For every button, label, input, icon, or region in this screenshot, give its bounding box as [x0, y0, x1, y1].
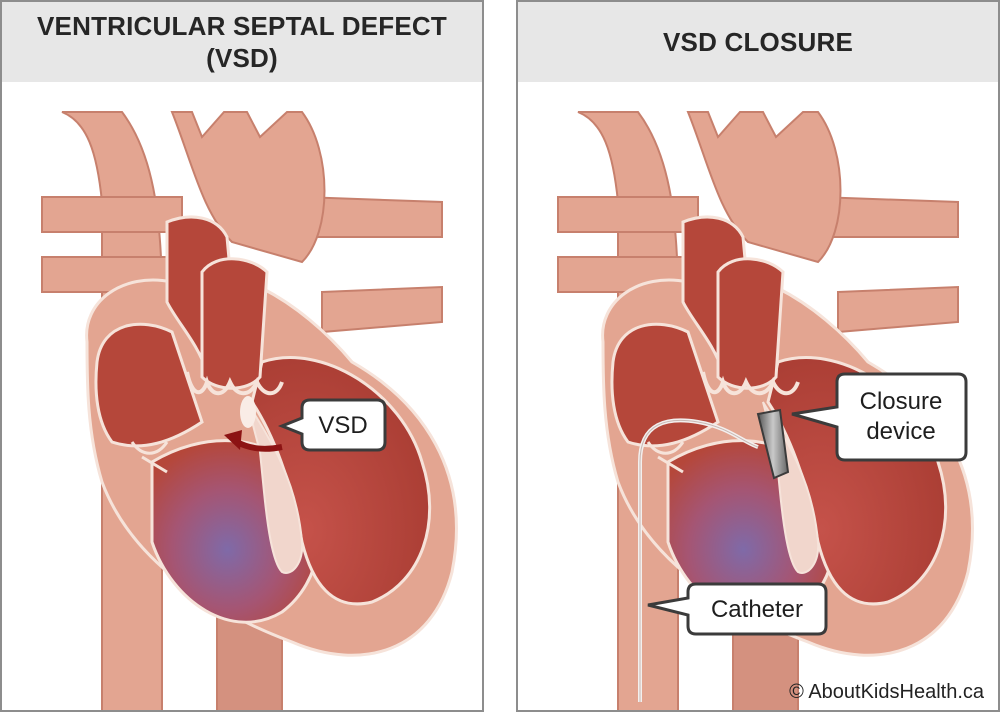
pulmonary-vessel-right-lower [321, 285, 443, 334]
catheter-label: Catheter [711, 596, 803, 623]
valve-cusps [701, 371, 800, 396]
vsd-callout: VSD [277, 398, 387, 452]
vsd-closure-panel: VSD CLOSURE [516, 0, 1000, 712]
vsd-panel-header: VENTRICULAR SEPTAL DEFECT (VSD) [2, 2, 482, 82]
vsd-title-line2: (VSD) [206, 43, 278, 73]
closure-device-callout: Closure device [791, 372, 968, 462]
right-atrium [610, 322, 720, 448]
closure-device-label-line1: Closure [860, 388, 943, 415]
closure-panel-header: VSD CLOSURE [518, 2, 998, 82]
aortic-arch [170, 111, 326, 264]
ventricular-septum [246, 401, 304, 574]
vsd-title-line1: VENTRICULAR SEPTAL DEFECT [37, 11, 447, 41]
pulmonary-vessel-right-lower [837, 285, 959, 334]
shunt-arrow [235, 439, 283, 452]
vsd-panel: VENTRICULAR SEPTAL DEFECT (VSD) [0, 0, 484, 712]
catheter-callout: Catheter [647, 582, 828, 636]
aortic-arch [686, 111, 842, 264]
aorta-root [716, 257, 785, 390]
tricuspid-chordae [130, 441, 169, 474]
vsd-label: VSD [318, 412, 367, 439]
closure-device-label-line2: device [866, 418, 935, 445]
pulmonary-vessel-upper [557, 196, 699, 233]
closure-device [756, 408, 790, 480]
vsd-hole [240, 396, 256, 428]
tricuspid-chordae [646, 441, 685, 474]
right-atrium [94, 322, 204, 448]
aorta-root [200, 257, 269, 390]
catheter-outline [639, 419, 759, 702]
copyright-text: © AboutKidsHealth.ca [789, 681, 984, 703]
valve-cusps [185, 371, 284, 396]
closure-title: VSD CLOSURE [662, 27, 853, 57]
heart-vsd-illustration: VSD [41, 111, 458, 710]
heart-closure-illustration: Closure device Catheter [557, 111, 974, 710]
shunt-arrow-head [224, 430, 242, 450]
pulmonary-vessel-upper [41, 196, 183, 233]
